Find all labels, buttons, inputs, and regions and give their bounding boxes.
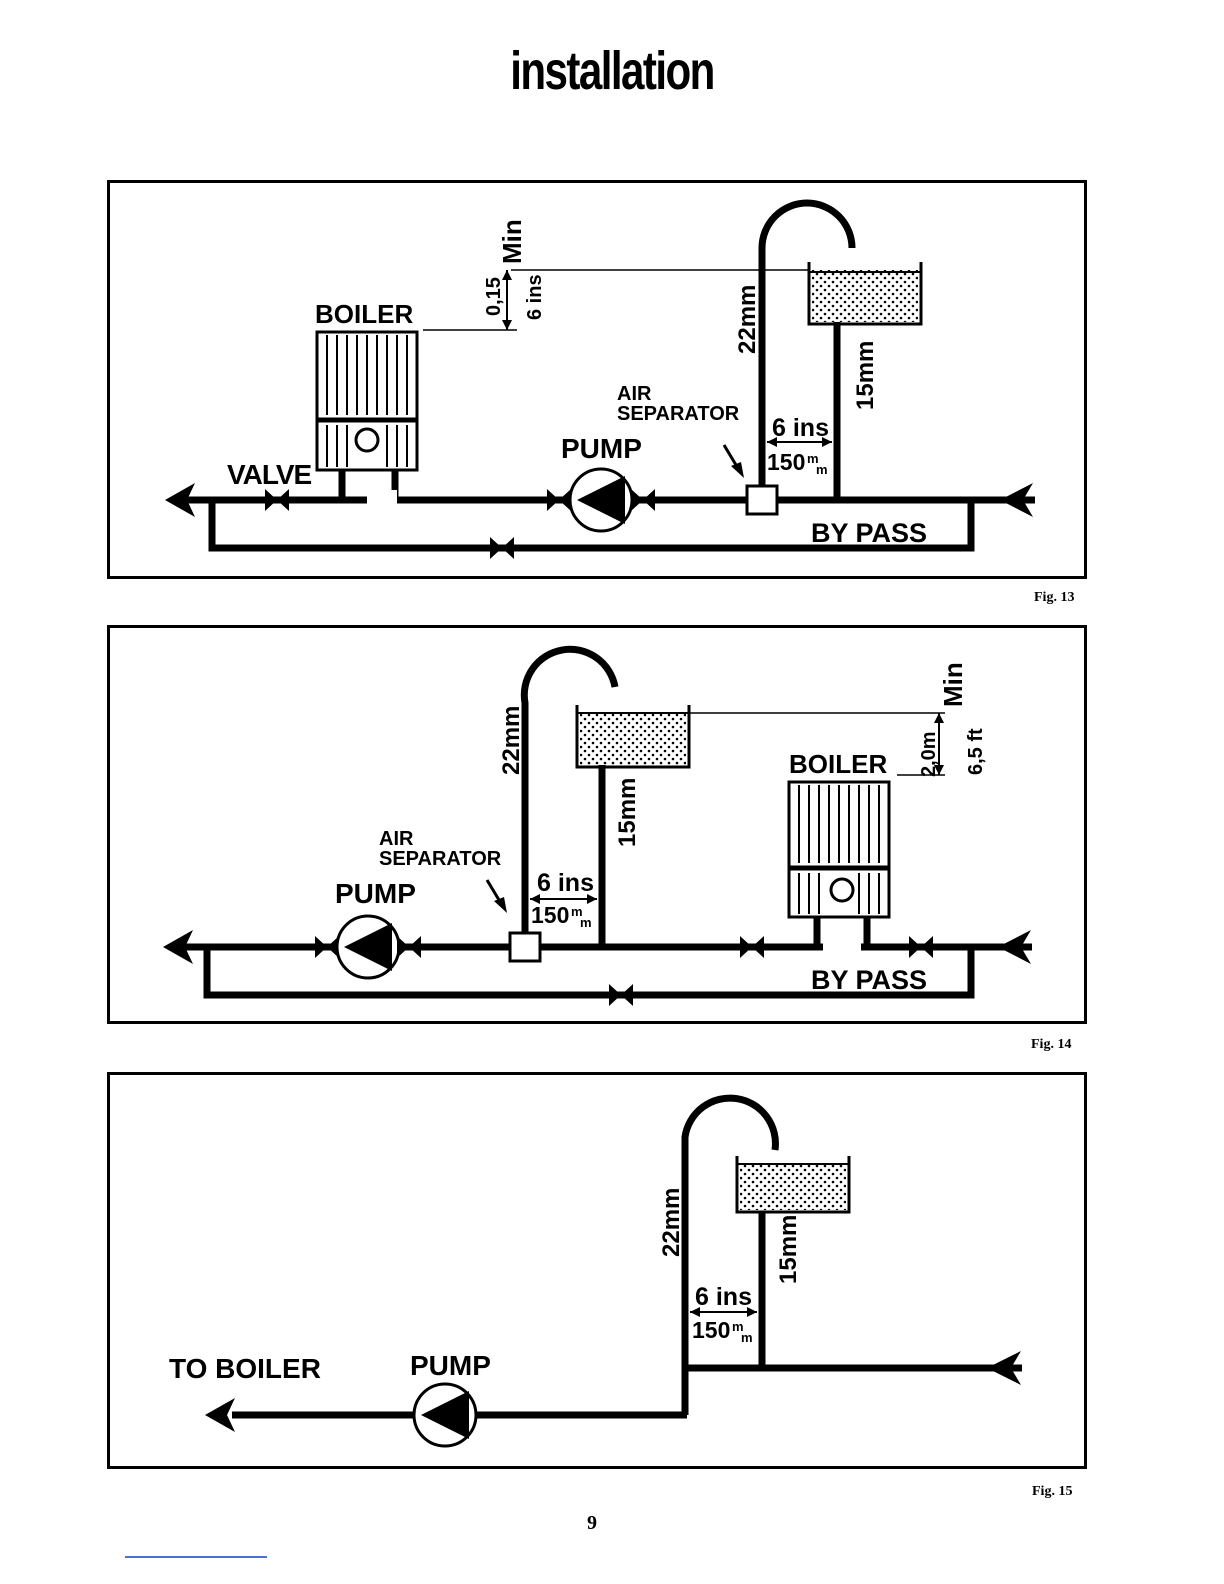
distance-mm-label: 150 <box>767 449 805 475</box>
by-pass-label: BY PASS <box>811 965 927 995</box>
valve-icon <box>609 984 633 1006</box>
dim-arrow <box>934 713 944 723</box>
figure-15-diagram: TO BOILER PUMP 6 ins 150 m m 22mm 15mm <box>107 1072 1087 1472</box>
pump-icon <box>315 916 421 978</box>
flow-pipe <box>685 1368 1022 1415</box>
dim-arrow <box>502 320 512 330</box>
distance-unit-m: m <box>816 462 828 477</box>
pointer-arrow-head <box>731 462 744 478</box>
air-separator-label: AIR <box>617 383 652 405</box>
distance-mm-label: 150 <box>531 902 569 928</box>
pump-label: PUMP <box>561 433 642 464</box>
figure-15: TO BOILER PUMP 6 ins 150 m m 22mm 15mm <box>107 1072 1087 1472</box>
page-number: 9 <box>0 1512 1184 1535</box>
valve-icon <box>265 489 289 511</box>
air-separator-label: SEPARATOR <box>379 848 502 870</box>
pump-icon <box>547 469 655 531</box>
figure-14-caption: Fig. 14 <box>1031 1037 1071 1053</box>
pipe-15mm-label: 15mm <box>775 1215 802 1284</box>
pump-label: PUMP <box>410 1350 491 1381</box>
distance-mm-label: 150 <box>692 1317 730 1343</box>
figure-frame <box>109 1074 1086 1468</box>
pipe-gap <box>823 937 861 957</box>
pointer-arrow-head <box>494 897 507 913</box>
pump-icon <box>414 1384 476 1446</box>
pipe-gap <box>367 490 397 510</box>
pipe-22mm-label: 22mm <box>734 285 761 354</box>
air-separator <box>747 486 777 514</box>
pipe-15mm-label: 15mm <box>614 778 641 847</box>
height-ins-label: 6 ins <box>524 274 546 320</box>
figure-15-caption: Fig. 15 <box>1032 1484 1072 1500</box>
figure-13-caption: Fig. 13 <box>1034 590 1074 606</box>
to-boiler-label: TO BOILER <box>169 1353 321 1384</box>
figure-14: BOILER PUMP AIR SEPARATOR BY PASS 6 ins … <box>107 625 1087 1025</box>
boiler-icon <box>317 332 417 470</box>
expansion-tank-icon <box>577 705 689 767</box>
air-separator-label: SEPARATOR <box>617 403 740 425</box>
valve-icon <box>490 537 514 559</box>
air-separator-label: AIR <box>379 828 414 850</box>
distance-unit-m: m <box>580 915 592 930</box>
expansion-tank-icon <box>737 1156 849 1212</box>
flow-arrow-icon <box>205 1398 235 1432</box>
distance-ins-label: 6 ins <box>537 869 594 897</box>
height-m-label: 2,0m <box>918 731 940 777</box>
expansion-tank-icon <box>809 262 921 324</box>
by-pass-label: BY PASS <box>811 518 927 548</box>
distance-ins-label: 6 ins <box>772 414 829 442</box>
footer-rule <box>125 1556 267 1558</box>
min-label: Min <box>938 662 968 707</box>
figure-14-diagram: BOILER PUMP AIR SEPARATOR BY PASS 6 ins … <box>107 625 1087 1025</box>
distance-ins-label: 6 ins <box>695 1283 752 1311</box>
distance-unit-m: m <box>741 1330 753 1345</box>
pipe-22mm-label: 22mm <box>658 1188 685 1257</box>
height-m-label: 0,15 <box>483 277 505 316</box>
figure-13-diagram: BOILER VALVE PUMP AIR SEPARATOR BY PASS … <box>107 180 1087 580</box>
page-title: installation <box>135 40 1090 102</box>
valve-label: VALVE <box>227 459 312 490</box>
valve-icon <box>740 936 764 958</box>
min-label: Min <box>497 219 527 264</box>
pipe-15mm-label: 15mm <box>852 341 879 410</box>
air-separator <box>510 933 540 961</box>
boiler-label: BOILER <box>315 299 413 329</box>
height-ft-label: 6,5 ft <box>965 728 987 775</box>
pipe-22mm-label: 22mm <box>498 706 525 775</box>
valve-icon <box>909 936 933 958</box>
figure-13: BOILER VALVE PUMP AIR SEPARATOR BY PASS … <box>107 180 1087 580</box>
pump-label: PUMP <box>335 878 416 909</box>
boiler-icon <box>789 782 889 917</box>
boiler-label: BOILER <box>789 749 887 779</box>
